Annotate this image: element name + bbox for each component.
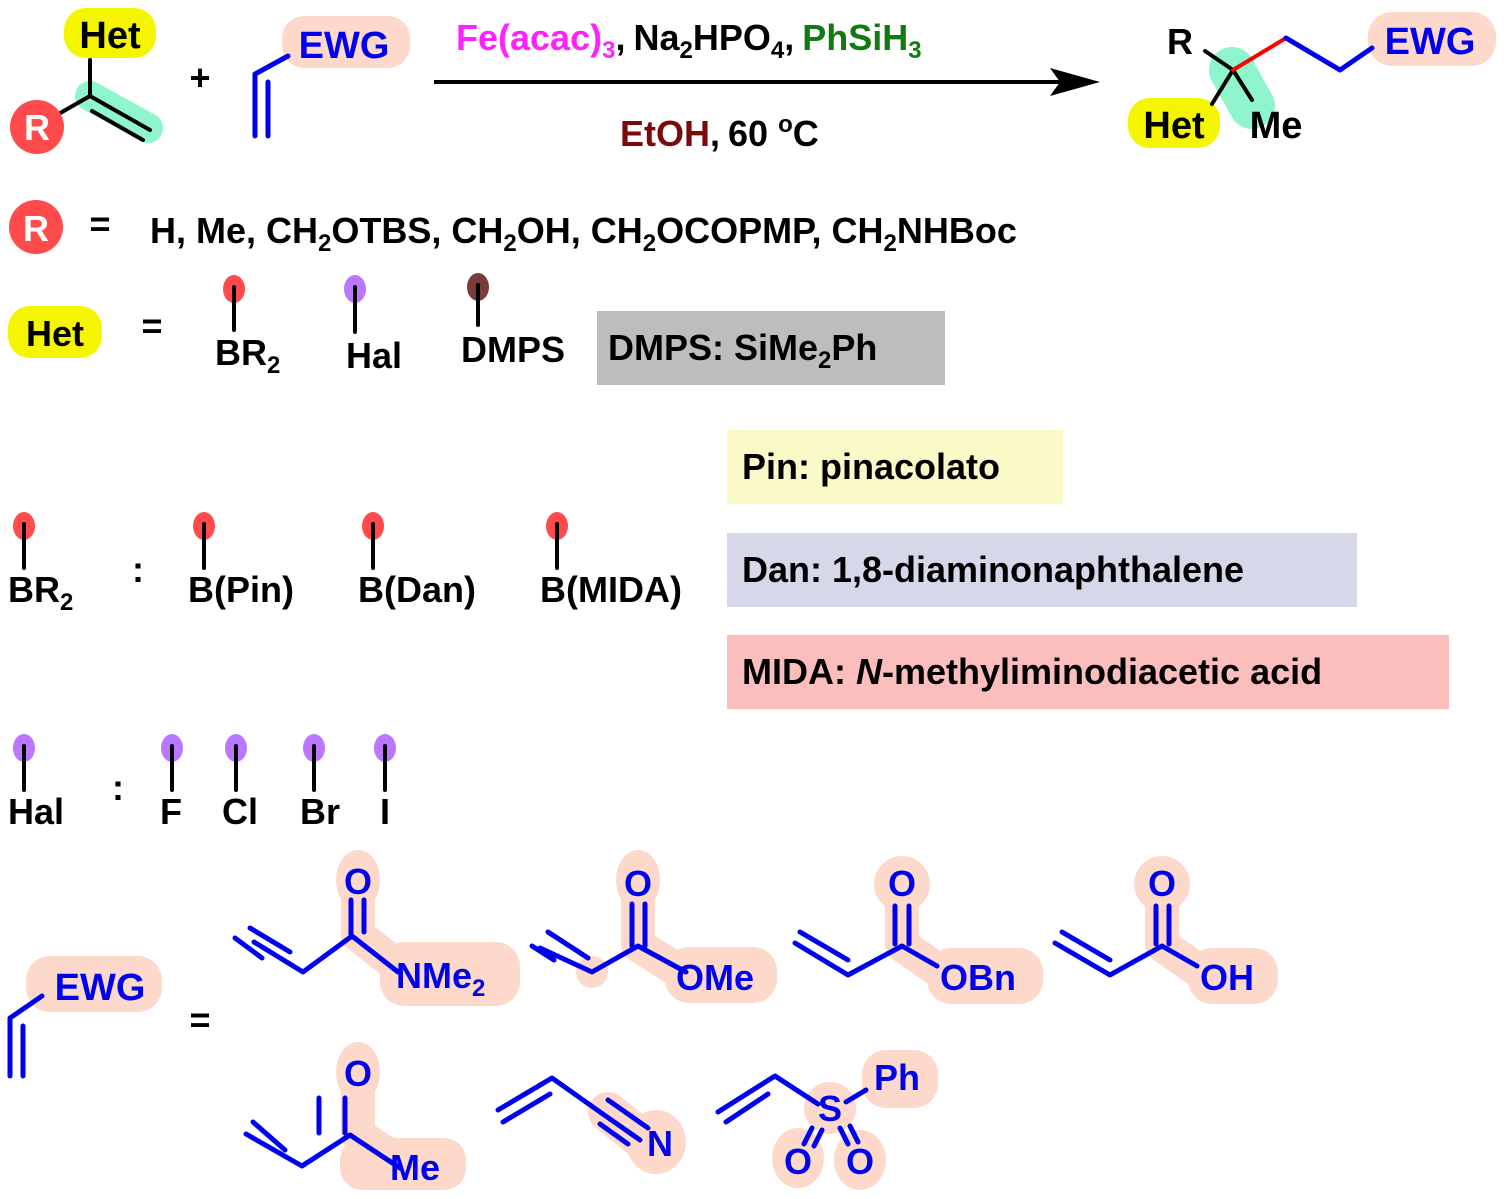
svg-text:=: = xyxy=(189,999,210,1040)
reaction-arrow-head xyxy=(1050,68,1100,96)
acceptor-acrylonitrile: N xyxy=(495,1075,686,1174)
svg-text:EWG: EWG xyxy=(55,967,146,1009)
halogen-f: F xyxy=(160,791,182,832)
boron-dan: B(Dan) xyxy=(358,569,476,610)
acceptor-phenyl-vinyl-sulfone: S Ph O O xyxy=(715,1050,938,1190)
halogen-options: Hal : F Cl Br I xyxy=(8,734,396,832)
boron-options: BR2 : B(Pin) B(Dan) B(MIDA) xyxy=(8,512,682,616)
acceptor-bond xyxy=(252,53,291,139)
boron-pin: B(Pin) xyxy=(188,569,294,610)
dan-definition: Dan: 1,8-diaminonaphthalene xyxy=(742,549,1244,590)
svg-text:Het: Het xyxy=(26,313,84,354)
boron-mida: B(MIDA) xyxy=(540,569,682,610)
acceptor-dimethylacrylamide: O NMe2 xyxy=(232,850,520,1006)
reaction-conditions: Fe(acac)3,Na2HPO4,PhSiH3 EtOH,60 oC xyxy=(434,17,1100,154)
acceptor-acrylic-acid: O OH xyxy=(1052,856,1278,1004)
solvent: EtOH xyxy=(620,113,710,154)
svg-text:NMe2: NMe2 xyxy=(396,955,485,1002)
het-option-dmps: DMPS xyxy=(461,329,565,370)
new-cc-bond xyxy=(1231,36,1288,72)
substrate-r-label: R xyxy=(24,107,50,148)
plus-sign: + xyxy=(189,57,210,98)
halogen-i: I xyxy=(380,791,390,832)
het-highlight xyxy=(64,8,156,58)
svg-text:=: = xyxy=(141,305,162,346)
ewg-highlight xyxy=(282,16,410,68)
svg-text:O: O xyxy=(888,863,916,904)
dmps-note-box xyxy=(597,311,945,385)
temperature: 60 xyxy=(728,113,778,154)
svg-text:Me: Me xyxy=(390,1147,440,1188)
svg-text::: : xyxy=(132,549,144,590)
acceptor-ewg-label: EWG xyxy=(299,25,390,67)
svg-text::: : xyxy=(112,767,124,808)
svg-text:O: O xyxy=(624,863,652,904)
het-highlight xyxy=(8,306,102,358)
double-bond-b xyxy=(90,109,145,142)
r-bond xyxy=(53,94,92,118)
svg-text:N: N xyxy=(647,1123,673,1164)
ewg-highlight xyxy=(26,956,162,1012)
acceptor-alkene: EWG xyxy=(252,16,410,139)
product-r-label: R xyxy=(1167,21,1193,62)
product-ewg-label: EWG xyxy=(1385,21,1476,63)
r-options: H, Me, CH2OTBS, CH2OH, CH2OCOPMP, CH2NHB… xyxy=(150,210,1017,257)
product-chain xyxy=(1283,35,1375,73)
svg-text:OMe: OMe xyxy=(676,957,754,998)
product-het-highlight xyxy=(1128,98,1220,148)
r-circle xyxy=(10,100,64,154)
pin-box xyxy=(727,430,1063,504)
dan-box xyxy=(727,533,1357,607)
mida-box xyxy=(727,635,1449,709)
boron-head: BR2 xyxy=(8,569,73,616)
dmps-note: DMPS: SiMe2Ph xyxy=(608,327,877,374)
substrate-het-label: Het xyxy=(79,15,141,57)
acceptor-methyl-vinyl-ketone: O Me xyxy=(243,1042,466,1190)
svg-text:OBn: OBn xyxy=(940,957,1016,998)
acceptor-methyl-acrylate: O OMe xyxy=(529,850,777,1003)
product-ewg-highlight xyxy=(1368,12,1496,66)
svg-text:O: O xyxy=(344,1053,372,1094)
svg-text:O: O xyxy=(784,1141,812,1182)
pin-definition: Pin: pinacolato xyxy=(742,446,1000,487)
svg-text:R: R xyxy=(23,208,49,249)
reductant: PhSiH xyxy=(802,17,908,58)
het-option-hal: Hal xyxy=(346,335,402,376)
conditions-above: Fe(acac)3,Na2HPO4,PhSiH3 xyxy=(456,17,922,64)
conditions-below: EtOH,60 oC xyxy=(620,111,819,154)
catalyst: Fe(acac) xyxy=(456,17,602,58)
svg-text:O: O xyxy=(344,861,372,902)
abbreviation-legend: Pin: pinacolato Dan: 1,8-diaminonaphthal… xyxy=(727,430,1449,709)
svg-text:OH: OH xyxy=(1200,957,1254,998)
het-definition: Het = BR2 Hal DMPS DMPS: SiMe2Ph xyxy=(8,273,945,385)
base: Na xyxy=(633,17,680,58)
halogen-cl: Cl xyxy=(222,791,258,832)
halogen-head: Hal xyxy=(8,791,64,832)
r-circle xyxy=(9,200,63,254)
substrate-alkene: Het R xyxy=(10,8,163,154)
acceptor-benzyl-acrylate: O OBn xyxy=(792,856,1043,1004)
r-definition: R = H, Me, CH2OTBS, CH2OH, CH2OCOPMP, CH… xyxy=(9,200,1017,257)
product-het-label: Het xyxy=(1143,105,1205,147)
het-option-br2: BR2 xyxy=(215,332,280,379)
halogen-br: Br xyxy=(300,791,340,832)
svg-text:O: O xyxy=(846,1141,874,1182)
product: R Het Me EWG xyxy=(1128,12,1496,148)
svg-text:Ph: Ph xyxy=(874,1057,920,1098)
product-me-label: Me xyxy=(1250,105,1303,147)
mida-definition: MIDA: N-methyliminodiacetic acid xyxy=(742,651,1322,692)
ewg-definition: EWG = xyxy=(7,956,211,1079)
catalyst-subscript: 3 xyxy=(602,37,615,64)
svg-text:=: = xyxy=(89,203,110,244)
double-bond-a xyxy=(88,94,152,132)
svg-text:O: O xyxy=(1148,863,1176,904)
svg-text:S: S xyxy=(818,1088,842,1129)
